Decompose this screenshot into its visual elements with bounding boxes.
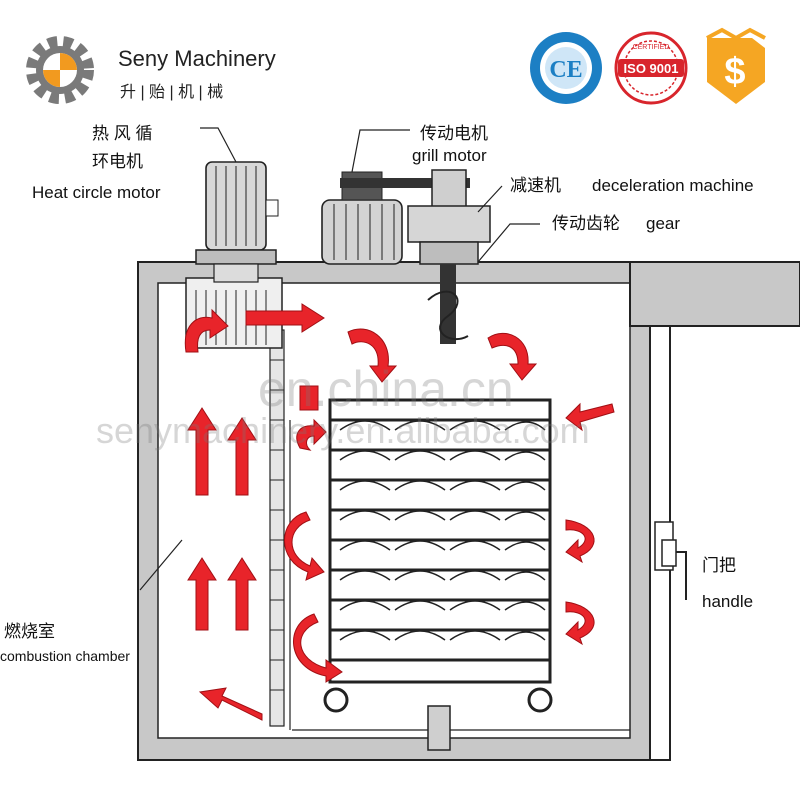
dollar-shield-icon: $ <box>706 27 766 104</box>
ce-badge-icon: CE <box>530 32 602 104</box>
brand-name: Seny Machinery <box>118 46 276 71</box>
curved-arrow-icon <box>347 328 398 383</box>
handle-label-cn: 门把 <box>702 556 736 575</box>
curved-arrow-icon <box>184 308 229 353</box>
handle-label-en: handle <box>702 592 754 611</box>
heat-circle-motor <box>195 161 279 283</box>
curved-arrow-icon <box>284 511 325 581</box>
heat-motor-label-cn-2: 环电机 <box>92 152 143 171</box>
left-arrow-icon <box>565 402 615 432</box>
curved-arrow-icon <box>565 519 595 564</box>
up-arrow-icon <box>227 557 257 631</box>
svg-text:$: $ <box>724 51 745 93</box>
decel-label-cn: 减速机 <box>510 176 561 195</box>
watermark-primary: en.china.cn <box>258 361 514 417</box>
heat-motor-label-cn-1: 热 风 循 <box>92 124 153 143</box>
iso-badge-ring-text: CERTIFIED <box>633 44 670 51</box>
up-arrow-icon <box>227 417 257 496</box>
up-arrow-icon <box>187 557 217 631</box>
combustion-partition <box>269 329 630 731</box>
curved-arrow-icon <box>296 418 327 451</box>
deceleration-machine <box>407 169 491 265</box>
gear-shaft <box>427 264 469 344</box>
watermark-secondary: senymachinery.en.alibaba.com <box>96 410 590 451</box>
combustion-label-cn: 燃烧室 <box>4 622 55 641</box>
ce-badge-text: CE <box>549 57 582 83</box>
curved-arrow-icon <box>487 332 538 381</box>
heat-motor-label-en: Heat circle motor <box>32 183 161 202</box>
combustion-label-en: combustion chamber <box>0 648 130 664</box>
iso-badge-icon: ISO 9001 CERTIFIED <box>614 31 688 105</box>
diagonal-arrow-icon <box>198 687 263 721</box>
right-arrow-icon <box>245 303 325 333</box>
decel-label-en: deceleration machine <box>592 176 754 195</box>
iso-badge-text: ISO 9001 <box>624 61 679 76</box>
airflow-arrows <box>184 303 615 721</box>
grill-motor-label-cn: 传动电机 <box>420 124 488 143</box>
brand-name-chinese: 升 | 贻 | 机 | 械 <box>120 84 224 101</box>
grill-motor-label-en: grill motor <box>412 146 487 165</box>
leader-lines <box>139 127 540 591</box>
curved-arrow-icon <box>565 601 595 646</box>
up-arrow-icon <box>187 407 217 496</box>
grill-motor <box>321 171 470 265</box>
door-handle <box>661 539 687 600</box>
gear-logo-icon <box>26 36 94 104</box>
grill-cart <box>323 398 553 751</box>
gear-label-en: gear <box>646 214 681 233</box>
gear-label-cn: 传动齿轮 <box>552 214 620 233</box>
curved-arrow-icon <box>292 613 343 683</box>
